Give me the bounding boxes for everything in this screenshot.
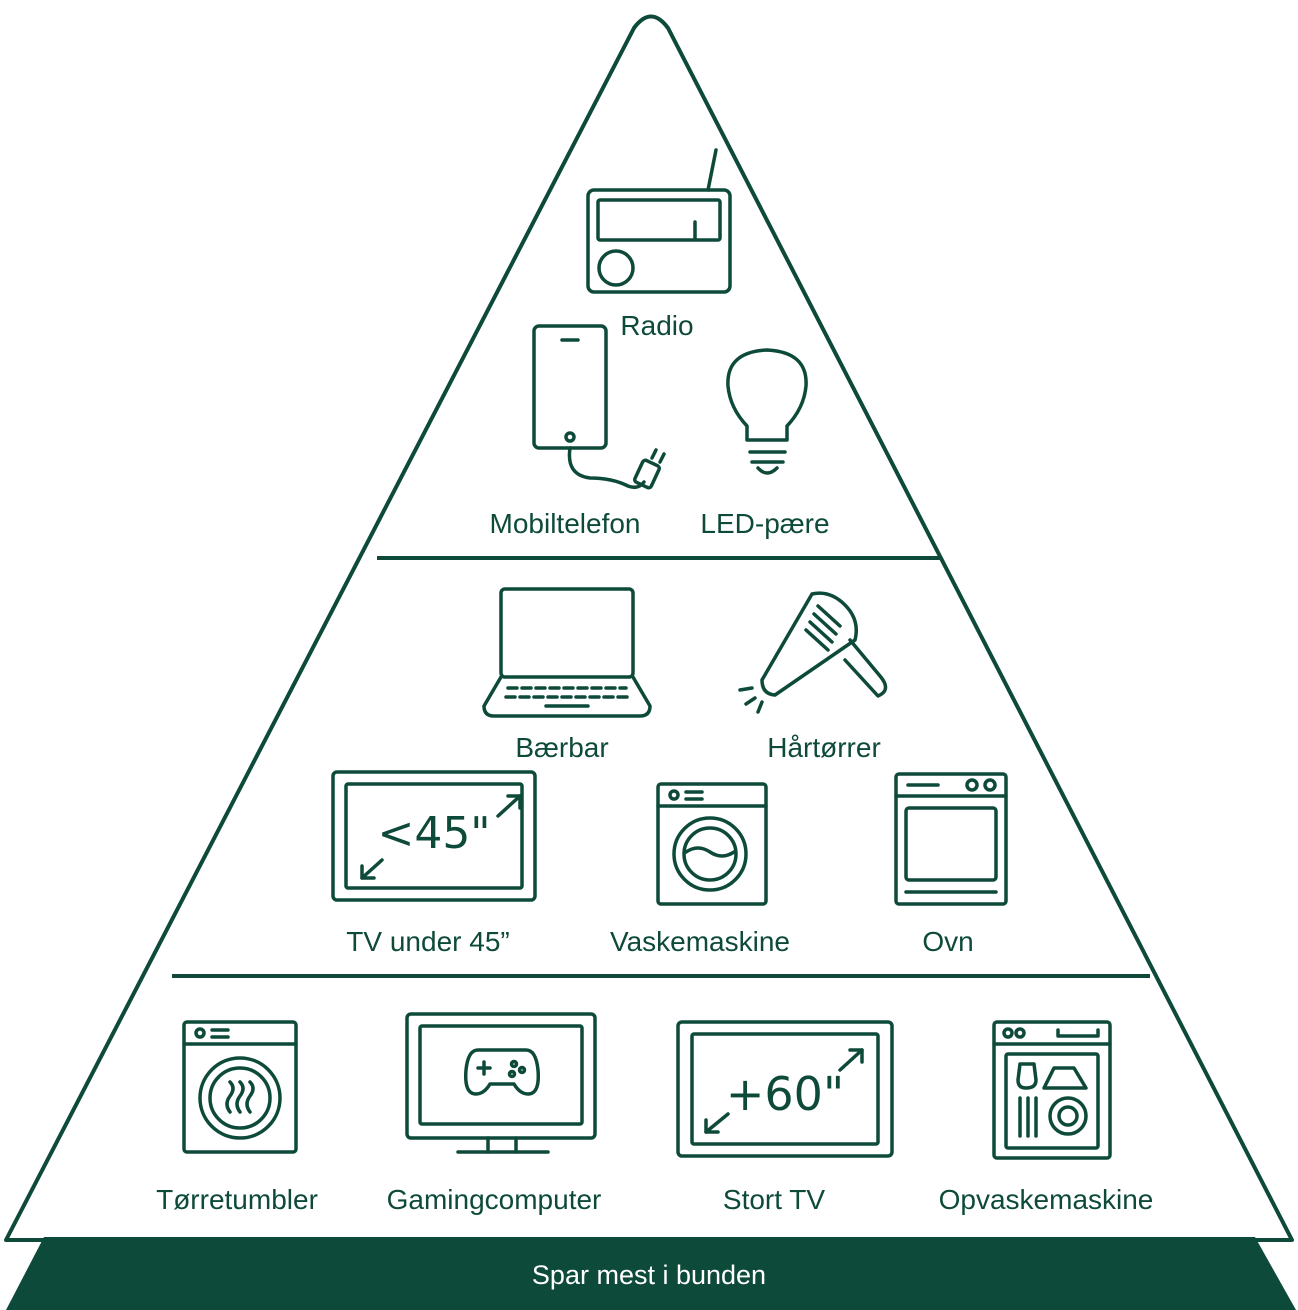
label-haartoerrer: Hårtørrer (767, 732, 881, 763)
led-bulb-icon (726, 348, 808, 475)
tv-small-icon: <45" (331, 770, 537, 902)
label-ovn: Ovn (922, 926, 974, 957)
pyramid-outline (4, 14, 1294, 1242)
label-tv-under-45: TV under 45” (346, 926, 510, 957)
laptop-icon (482, 587, 652, 718)
label-opvaskemaskine: Opvaskemaskine (938, 1184, 1154, 1215)
footer-band (6, 1237, 1296, 1310)
label-radio: Radio (620, 310, 694, 341)
tv-large-size-text: +60" (726, 1067, 844, 1121)
label-led-paere: LED-pære (700, 508, 830, 539)
label-gamingcomputer: Gamingcomputer (386, 1184, 602, 1215)
washing-machine-icon (656, 782, 768, 906)
footer-text: Spar mest i bunden (531, 1260, 767, 1290)
dishwasher-icon (992, 1020, 1112, 1160)
radio-icon (586, 148, 732, 294)
oven-icon (894, 772, 1008, 906)
tv-large-icon: +60" (676, 1020, 894, 1158)
label-mobiltelefon: Mobiltelefon (489, 508, 641, 539)
label-baerbar: Bærbar (515, 732, 609, 763)
dryer-icon (182, 1020, 298, 1154)
label-toerretumbler: Tørretumbler (156, 1184, 318, 1215)
label-stort-tv: Stort TV (722, 1184, 826, 1215)
mobile-phone-icon (532, 324, 666, 490)
gaming-computer-icon (405, 1012, 597, 1154)
label-vaskemaskine: Vaskemaskine (609, 926, 791, 957)
hair-dryer-icon (738, 591, 888, 714)
tv-small-size-text: <45" (377, 808, 490, 859)
